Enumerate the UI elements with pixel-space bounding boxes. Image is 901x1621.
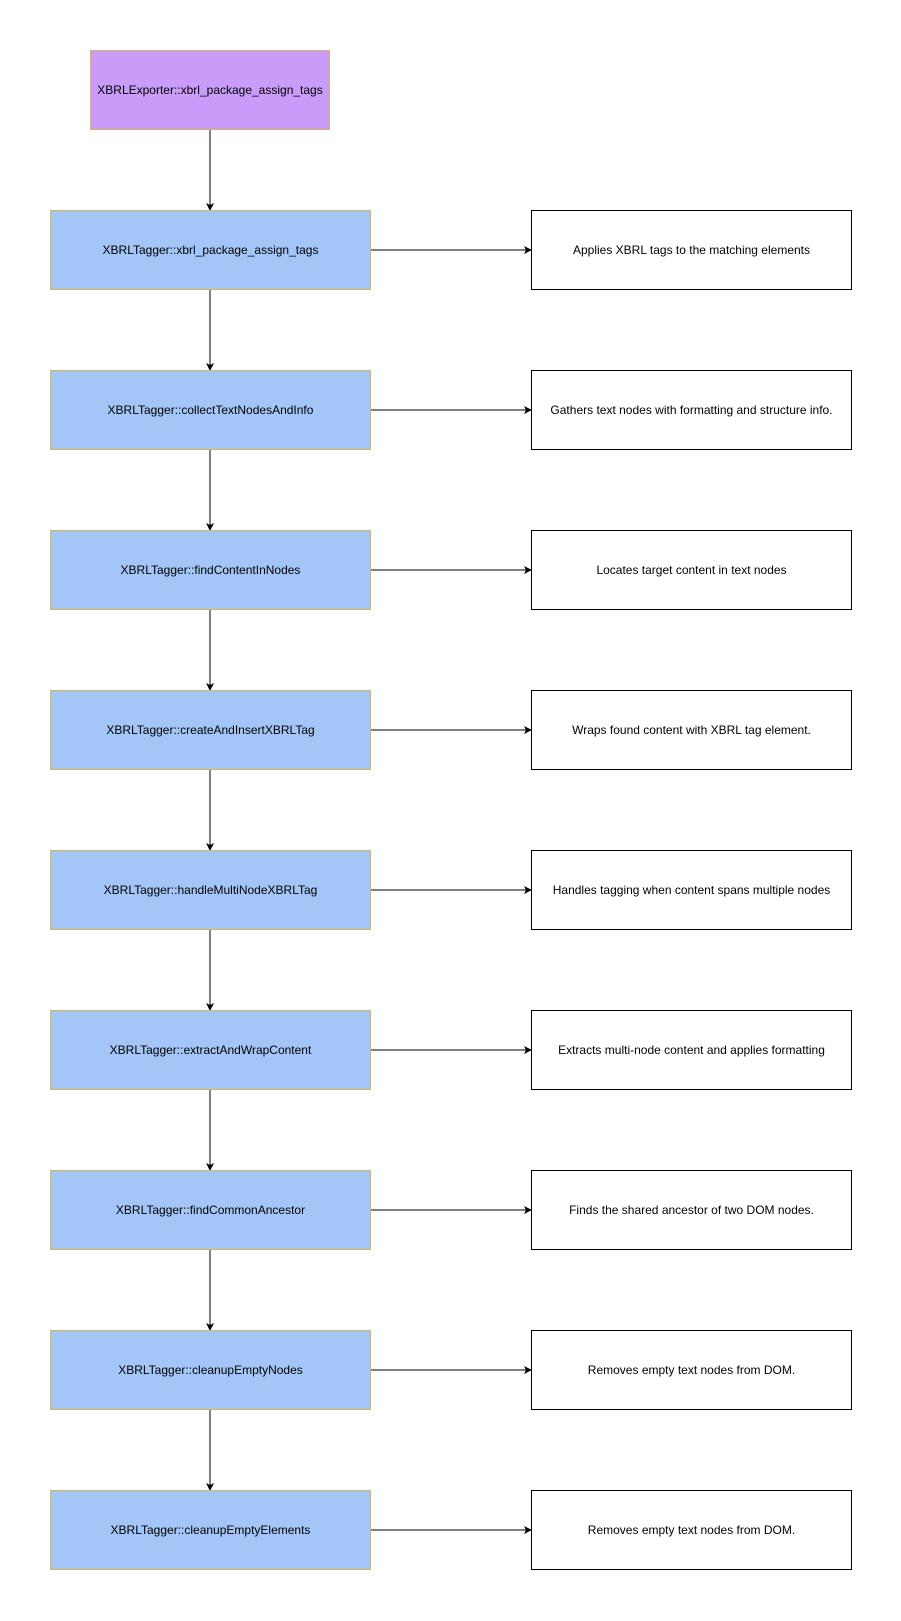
description-node: Handles tagging when content spans multi… <box>531 850 852 930</box>
step-node: XBRLTagger::cleanupEmptyElements <box>50 1490 371 1570</box>
step-node: XBRLTagger::cleanupEmptyNodes <box>50 1330 371 1410</box>
step-node: XBRLTagger::createAndInsertXBRLTag <box>50 690 371 770</box>
description-node-text: Gathers text nodes with formatting and s… <box>550 403 833 417</box>
description-node-text: Removes empty text nodes from DOM. <box>587 1523 796 1537</box>
description-node: Extracts multi-node content and applies … <box>531 1010 852 1090</box>
description-node-text: Extracts multi-node content and applies … <box>558 1043 825 1057</box>
description-node-text: Wraps found content with XBRL tag elemen… <box>572 723 811 737</box>
step-node-label: XBRLTagger::cleanupEmptyElements <box>110 1523 311 1537</box>
description-node: Wraps found content with XBRL tag elemen… <box>531 690 852 770</box>
description-node: Removes empty text nodes from DOM. <box>531 1330 852 1410</box>
step-node-label: XBRLTagger::handleMultiNodeXBRLTag <box>103 883 318 897</box>
step-node-label: XBRLTagger::extractAndWrapContent <box>109 1043 312 1057</box>
entry-node-label: XBRLExporter::xbrl_package_assign_tags <box>97 83 323 97</box>
step-node: XBRLTagger::findCommonAncestor <box>50 1170 371 1250</box>
description-node-text: Removes empty text nodes from DOM. <box>587 1363 796 1377</box>
step-node-label: XBRLTagger::collectTextNodesAndInfo <box>107 403 314 417</box>
description-node-text: Locates target content in text nodes <box>596 563 787 577</box>
description-node-text: Finds the shared ancestor of two DOM nod… <box>569 1203 814 1217</box>
description-node: Finds the shared ancestor of two DOM nod… <box>531 1170 852 1250</box>
step-node: XBRLTagger::extractAndWrapContent <box>50 1010 371 1090</box>
description-node-text: Handles tagging when content spans multi… <box>552 883 831 897</box>
step-node-label: XBRLTagger::findCommonAncestor <box>115 1203 306 1217</box>
description-node: Locates target content in text nodes <box>531 530 852 610</box>
step-node: XBRLTagger::handleMultiNodeXBRLTag <box>50 850 371 930</box>
step-node-label: XBRLTagger::createAndInsertXBRLTag <box>106 723 315 737</box>
description-node: Gathers text nodes with formatting and s… <box>531 370 852 450</box>
step-node-label: XBRLTagger::xbrl_package_assign_tags <box>102 243 319 257</box>
step-node: XBRLTagger::collectTextNodesAndInfo <box>50 370 371 450</box>
entry-node: XBRLExporter::xbrl_package_assign_tags <box>90 50 330 130</box>
step-node-label: XBRLTagger::cleanupEmptyNodes <box>118 1363 303 1377</box>
step-node: XBRLTagger::findContentInNodes <box>50 530 371 610</box>
description-node-text: Applies XBRL tags to the matching elemen… <box>572 243 811 257</box>
description-node: Removes empty text nodes from DOM. <box>531 1490 852 1570</box>
step-node-label: XBRLTagger::findContentInNodes <box>120 563 301 577</box>
description-node: Applies XBRL tags to the matching elemen… <box>531 210 852 290</box>
step-node: XBRLTagger::xbrl_package_assign_tags <box>50 210 371 290</box>
